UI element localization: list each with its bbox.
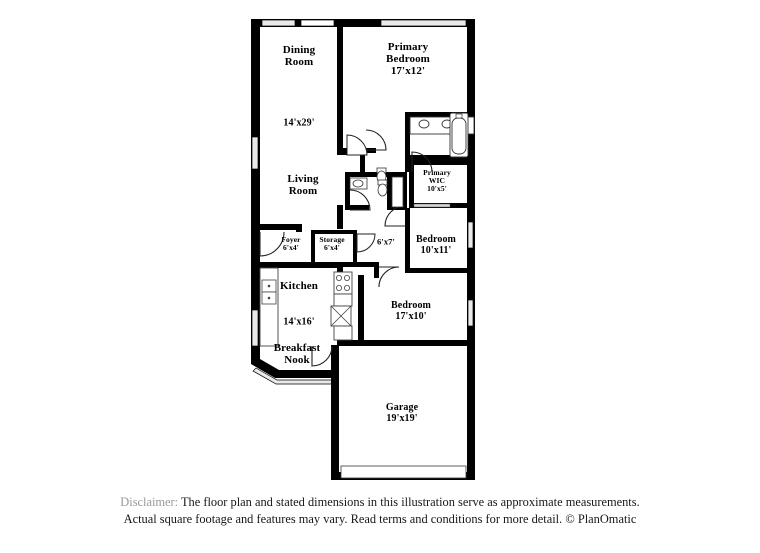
room-label-bedroom-3: Bedroom 17'x10'	[391, 300, 431, 322]
room-dimension-dining-room: 14'x29'	[283, 117, 315, 129]
kitchen-fixtures	[259, 267, 353, 347]
disclaimer-text: Disclaimer: The floor plan and stated di…	[0, 494, 760, 527]
room-label-garage: Garage 19'x19'	[385, 402, 419, 424]
room-dimension-kitchen: 14'x16'	[283, 316, 315, 328]
room-label-storage: Storage 6'x4'	[319, 234, 345, 252]
room-label-living-room: Living Room	[287, 173, 319, 197]
room-label-dining-room: Dining Room	[282, 44, 316, 68]
bathroom-fixtures	[349, 112, 475, 208]
room-label-kitchen: Kitchen	[280, 280, 318, 293]
walls-exterior	[251, 19, 475, 480]
doors	[259, 129, 433, 367]
disclaimer-line-1-rest: The floor plan and stated dimensions in …	[178, 495, 640, 509]
disclaimer-line-1: Disclaimer: The floor plan and stated di…	[0, 494, 760, 511]
disclaimer-lead: Disclaimer:	[120, 495, 179, 509]
walls-interior	[251, 19, 475, 346]
room-label-primary-bedroom: Primary Bedroom 17'x12'	[386, 41, 430, 77]
room-label-bedroom-2: Bedroom 10'x11'	[416, 234, 456, 256]
room-label-foyer: Foyer 6'x4'	[281, 234, 301, 252]
disclaimer-line-2: Actual square footage and features may v…	[123, 511, 637, 526]
room-label-primary-wic: Primary WIC 10'x5'	[423, 167, 451, 194]
room-dimension-hallway: 6'x7'	[377, 236, 395, 247]
room-label-breakfast-nook: Breakfast Nook	[273, 342, 321, 366]
